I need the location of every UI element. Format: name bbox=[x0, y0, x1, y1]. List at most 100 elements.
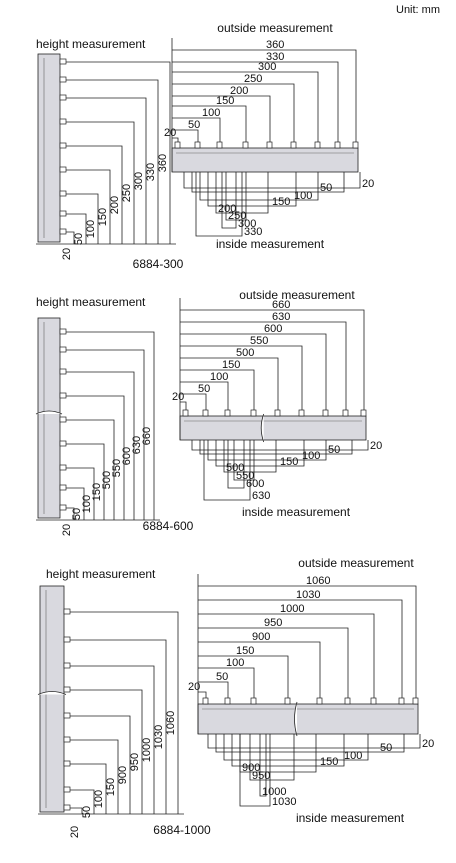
inside-dimension-line bbox=[227, 440, 245, 489]
outside-value-label: 150 bbox=[216, 95, 234, 107]
outside-value-label: 300 bbox=[258, 61, 276, 73]
outside-dimension-line bbox=[172, 129, 199, 142]
outside-step bbox=[334, 141, 341, 149]
outside-dimension-line bbox=[198, 691, 207, 698]
outside-value-label: 950 bbox=[264, 617, 282, 629]
height-step bbox=[63, 736, 71, 743]
height-dimension-line bbox=[66, 231, 75, 244]
height-measurement-title: height measurement bbox=[46, 567, 156, 581]
outside-step bbox=[250, 697, 257, 705]
height-measurement-title: height measurement bbox=[36, 295, 146, 309]
height-step bbox=[59, 142, 67, 149]
height-value-label: 630 bbox=[131, 436, 143, 454]
outside-value-label: 100 bbox=[226, 657, 244, 669]
height-gauge-break bbox=[35, 410, 63, 415]
outside-step bbox=[316, 697, 323, 705]
outside-step bbox=[370, 697, 377, 705]
inside-value-label: 200 bbox=[218, 203, 236, 215]
inside-value-label: 100 bbox=[344, 750, 362, 762]
height-gauge-bar bbox=[39, 585, 65, 813]
height-dimension-line bbox=[66, 193, 99, 244]
outside-step bbox=[398, 697, 405, 705]
inside-value-label: 300 bbox=[238, 218, 256, 230]
height-step bbox=[63, 686, 71, 693]
inside-dimension-line bbox=[215, 440, 305, 467]
outside-step bbox=[412, 697, 419, 705]
outside-value-label: 630 bbox=[272, 311, 290, 323]
height-dimension-line bbox=[70, 763, 107, 814]
outside-step bbox=[250, 409, 257, 417]
height-step bbox=[63, 804, 71, 811]
outside-step bbox=[274, 409, 281, 417]
outside-dimension-line bbox=[198, 641, 321, 698]
inside-dimension-line bbox=[203, 440, 251, 501]
outside-step bbox=[202, 697, 209, 705]
height-dimension-line bbox=[66, 349, 145, 520]
outside-value-label: 50 bbox=[216, 671, 228, 683]
outside-value-label: 20 bbox=[172, 391, 184, 403]
height-value-label: 150 bbox=[91, 483, 103, 501]
height-value-label: 100 bbox=[81, 495, 93, 513]
inside-value-label: 330 bbox=[244, 226, 262, 238]
height-step bbox=[63, 712, 71, 719]
outside-dimension-line bbox=[180, 333, 327, 410]
inside-value-label: 1030 bbox=[272, 796, 296, 808]
height-dimension-line bbox=[66, 97, 147, 244]
outside-value-label: 150 bbox=[236, 645, 254, 657]
outside-value-label: 200 bbox=[230, 85, 248, 97]
outside-dimension-line bbox=[180, 321, 347, 410]
inside-measurement-title: inside measurement bbox=[296, 811, 405, 825]
height-dimension-line bbox=[66, 419, 115, 520]
inside-dimension-line bbox=[199, 172, 319, 201]
height-value-label: 20 bbox=[61, 248, 73, 260]
model-number: 6884-600 bbox=[143, 519, 194, 533]
outside-dimension-line bbox=[198, 585, 417, 698]
outside-value-label: 600 bbox=[264, 323, 282, 335]
outside-dimension-line bbox=[198, 681, 229, 698]
outside-step bbox=[322, 409, 329, 417]
outside-dimension-line bbox=[180, 369, 255, 410]
outside-dimension-line bbox=[172, 71, 319, 142]
inside-dimension-line bbox=[191, 440, 369, 451]
height-dimension-line bbox=[70, 689, 143, 814]
outside-dimension-line bbox=[172, 49, 357, 142]
outside-gauge-bar bbox=[197, 703, 419, 735]
height-gauge-bar bbox=[37, 317, 61, 519]
inside-measurement-title: inside measurement bbox=[242, 505, 351, 519]
height-step bbox=[63, 608, 71, 615]
height-value-label: 900 bbox=[117, 766, 129, 784]
height-value-label: 660 bbox=[141, 427, 153, 445]
outside-dimension-line bbox=[172, 95, 271, 142]
height-step bbox=[63, 786, 71, 793]
height-step bbox=[59, 58, 67, 65]
inside-value-label: 100 bbox=[294, 190, 312, 202]
outside-value-label: 550 bbox=[250, 335, 268, 347]
inside-value-label: 900 bbox=[242, 762, 260, 774]
inside-value-label: 20 bbox=[362, 178, 374, 190]
height-value-label: 20 bbox=[69, 826, 81, 838]
height-step bbox=[59, 392, 67, 399]
inside-value-label: 100 bbox=[302, 450, 320, 462]
height-dimension-line bbox=[66, 121, 135, 244]
height-value-label: 1060 bbox=[165, 711, 177, 735]
inside-dimension-line bbox=[249, 734, 295, 781]
inside-value-label: 20 bbox=[370, 440, 382, 452]
height-step bbox=[59, 464, 67, 471]
inside-value-label: 1000 bbox=[262, 786, 286, 798]
outside-dimension-line bbox=[172, 83, 295, 142]
unit-label: Unit: mm bbox=[396, 4, 440, 16]
height-value-label: 50 bbox=[81, 806, 93, 818]
height-gauge-break bbox=[37, 691, 67, 695]
height-step bbox=[59, 346, 67, 353]
outside-dimension-line bbox=[198, 627, 349, 698]
height-dimension-line bbox=[70, 665, 155, 814]
height-value-label: 600 bbox=[121, 447, 133, 465]
inside-dimension-line bbox=[215, 734, 405, 753]
outside-value-label: 100 bbox=[202, 107, 220, 119]
outside-dimension-line bbox=[172, 137, 179, 142]
height-step bbox=[59, 440, 67, 447]
height-step bbox=[59, 328, 67, 335]
outside-value-label: 20 bbox=[188, 681, 200, 693]
height-dimension-line bbox=[66, 145, 123, 244]
inside-value-label: 630 bbox=[252, 490, 270, 502]
